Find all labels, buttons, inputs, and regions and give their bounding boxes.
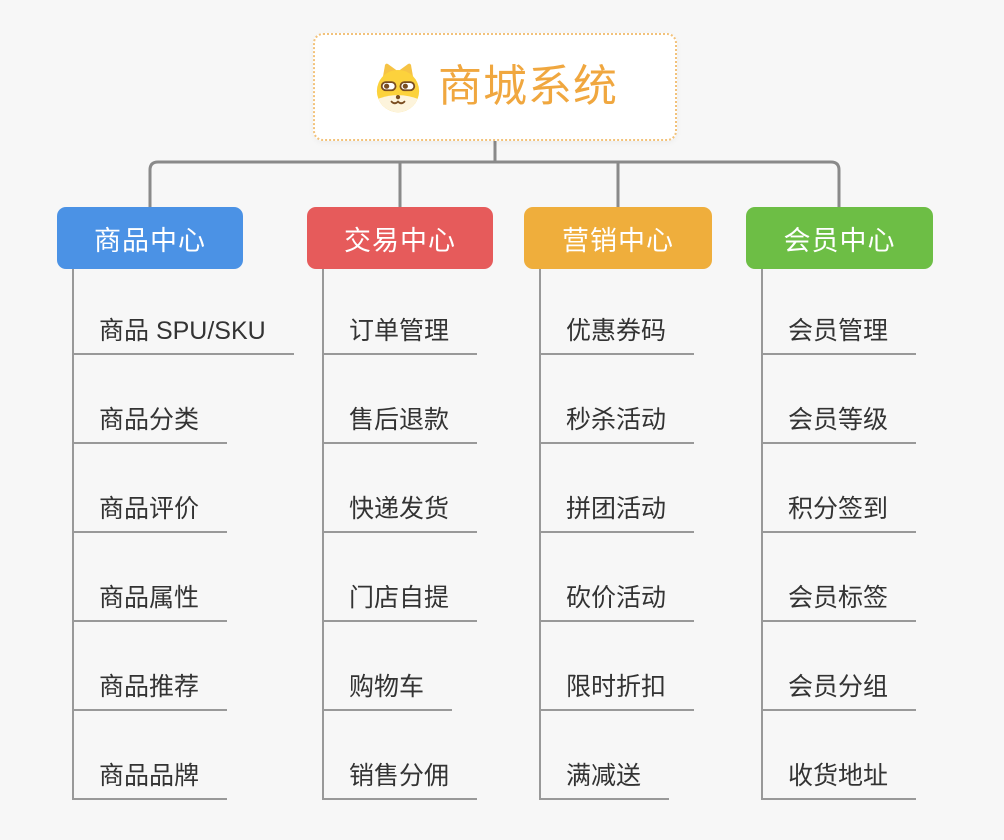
leaf-item[interactable]: 会员管理: [761, 266, 917, 355]
leaf-item[interactable]: 收货地址: [761, 711, 917, 800]
branch-bus-line: [148, 160, 841, 207]
leaf-item[interactable]: 秒杀活动: [539, 355, 695, 444]
leaf-item[interactable]: 门店自提: [322, 533, 478, 622]
leaf-item[interactable]: 商品 SPU/SKU: [72, 266, 294, 355]
leaf-item[interactable]: 优惠券码: [539, 266, 695, 355]
leaf-item[interactable]: 限时折扣: [539, 622, 695, 711]
leaf-item[interactable]: 积分签到: [761, 444, 917, 533]
branch-box-product-center[interactable]: 商品中心: [57, 207, 243, 269]
leaf-item[interactable]: 商品品牌: [72, 711, 228, 800]
leaf-item[interactable]: 销售分佣: [322, 711, 478, 800]
leaf-item[interactable]: 购物车: [322, 622, 453, 711]
leaf-item[interactable]: 售后退款: [322, 355, 478, 444]
leaf-item[interactable]: 会员标签: [761, 533, 917, 622]
branch-leaves-product-center: 商品 SPU/SKU 商品分类 商品评价 商品属性 商品推荐 商品品牌: [72, 266, 294, 800]
leaf-item[interactable]: 商品分类: [72, 355, 228, 444]
leaf-item[interactable]: 会员等级: [761, 355, 917, 444]
branch-leaves-member-center: 会员管理 会员等级 积分签到 会员标签 会员分组 收货地址: [761, 266, 917, 800]
branch-box-marketing-center[interactable]: 营销中心: [524, 207, 712, 269]
leaf-item[interactable]: 快递发货: [322, 444, 478, 533]
leaf-item[interactable]: 会员分组: [761, 622, 917, 711]
dog-face-icon: [376, 63, 420, 113]
root-title: 商城系统: [438, 62, 618, 111]
root-node[interactable]: 商城系统: [313, 33, 677, 141]
leaf-item[interactable]: 商品推荐: [72, 622, 228, 711]
leaf-item[interactable]: 订单管理: [322, 266, 478, 355]
branch-box-member-center[interactable]: 会员中心: [746, 207, 933, 269]
branch-leaves-trade-center: 订单管理 售后退款 快递发货 门店自提 购物车 销售分佣: [322, 266, 478, 800]
leaf-item[interactable]: 砍价活动: [539, 533, 695, 622]
leaf-item[interactable]: 满减送: [539, 711, 670, 800]
leaf-item[interactable]: 商品评价: [72, 444, 228, 533]
branch-leaves-marketing-center: 优惠券码 秒杀活动 拼团活动 砍价活动 限时折扣 满减送: [539, 266, 695, 800]
branch-box-trade-center[interactable]: 交易中心: [307, 207, 493, 269]
leaf-item[interactable]: 拼团活动: [539, 444, 695, 533]
leaf-item[interactable]: 商品属性: [72, 533, 228, 622]
